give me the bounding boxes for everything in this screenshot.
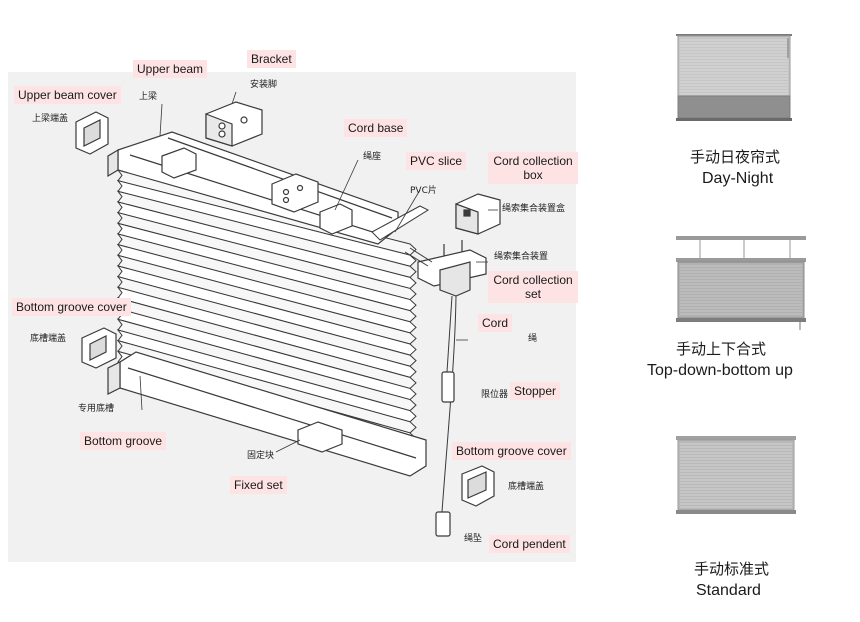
label-cord-collection-box-line2: box [523, 168, 543, 182]
label-fixed-set: Fixed set [230, 476, 287, 494]
cn-cord-pendent: 绳坠 [464, 534, 483, 544]
cn-bottom-groove-cover-right: 底槽端盖 [508, 482, 545, 492]
cn-cord-base: 绳座 [363, 152, 382, 162]
label-cord-collection-set: Cord collection set [488, 271, 578, 303]
label-bracket: Bracket [247, 50, 296, 68]
bracket-mounted [271, 173, 319, 213]
standard-blind-icon [676, 436, 796, 514]
cord-collection-box-part [455, 193, 501, 235]
label-upper-beam-cover: Upper beam cover [14, 86, 121, 104]
label-bottom-groove-cover-left: Bottom groove cover [12, 298, 131, 316]
bottom-groove-rail [107, 351, 427, 477]
cn-stopper: 限位器 [481, 390, 509, 400]
cn-pvc-slice: PVC片 [410, 186, 437, 196]
variant-top-down-bottom-up-cn: 手动上下合式 [676, 340, 767, 358]
cn-cord-collection-set: 绳索集合装置 [494, 252, 549, 262]
leader-lines [139, 91, 498, 453]
cn-upper-beam-cover: 上梁端盖 [32, 114, 69, 124]
variant-day-night-cn: 手动日夜帘式 [690, 148, 781, 166]
label-cord: Cord [478, 314, 513, 332]
stopper-part [441, 371, 455, 403]
cn-cord: 绳 [528, 334, 538, 344]
day-night-blind-icon [676, 34, 792, 121]
label-cord-collection-set-line1: Cord collection [493, 273, 573, 287]
label-cord-pendent: Cord pendent [489, 535, 570, 553]
upper-beam-cover-part [75, 111, 109, 155]
cn-cord-collection-box: 绳索集合装置盒 [502, 204, 566, 214]
variant-day-night-en: Day-Night [702, 170, 774, 187]
cn-bottom-groove-cover-left: 底槽端盖 [30, 334, 67, 344]
label-cord-collection-box-line1: Cord collection [493, 154, 573, 168]
label-bottom-groove-cover-right: Bottom groove cover [452, 442, 571, 460]
label-stopper: Stopper [510, 382, 561, 400]
top-down-bottom-up-blind-icon [676, 236, 806, 330]
label-cord-collection-box: Cord collection box [488, 152, 578, 184]
cord-pendent-part [435, 511, 451, 537]
fixed-set-part [297, 421, 343, 453]
bottom-groove-cover-left-part [81, 327, 117, 369]
label-cord-base: Cord base [344, 119, 408, 137]
variant-standard-cn: 手动标准式 [694, 560, 770, 578]
cn-bottom-groove: 专用底槽 [78, 404, 115, 414]
label-pvc-slice: PVC slice [406, 152, 467, 170]
label-bottom-groove: Bottom groove [80, 432, 167, 450]
label-cord-collection-set-line2: set [524, 287, 541, 301]
bottom-groove-cover-right-part [461, 465, 495, 507]
cn-fixed-set: 固定块 [247, 451, 275, 461]
variant-standard-en: Standard [696, 582, 761, 599]
bracket-part [205, 101, 263, 147]
cn-upper-beam: 上梁 [139, 92, 158, 102]
cord-collection-set-part [417, 240, 487, 297]
label-upper-beam: Upper beam [133, 60, 208, 78]
cn-bracket: 安装脚 [250, 80, 278, 90]
variant-top-down-bottom-up-en: Top-down-bottom up [647, 362, 793, 379]
cord-base-parts [161, 147, 353, 235]
